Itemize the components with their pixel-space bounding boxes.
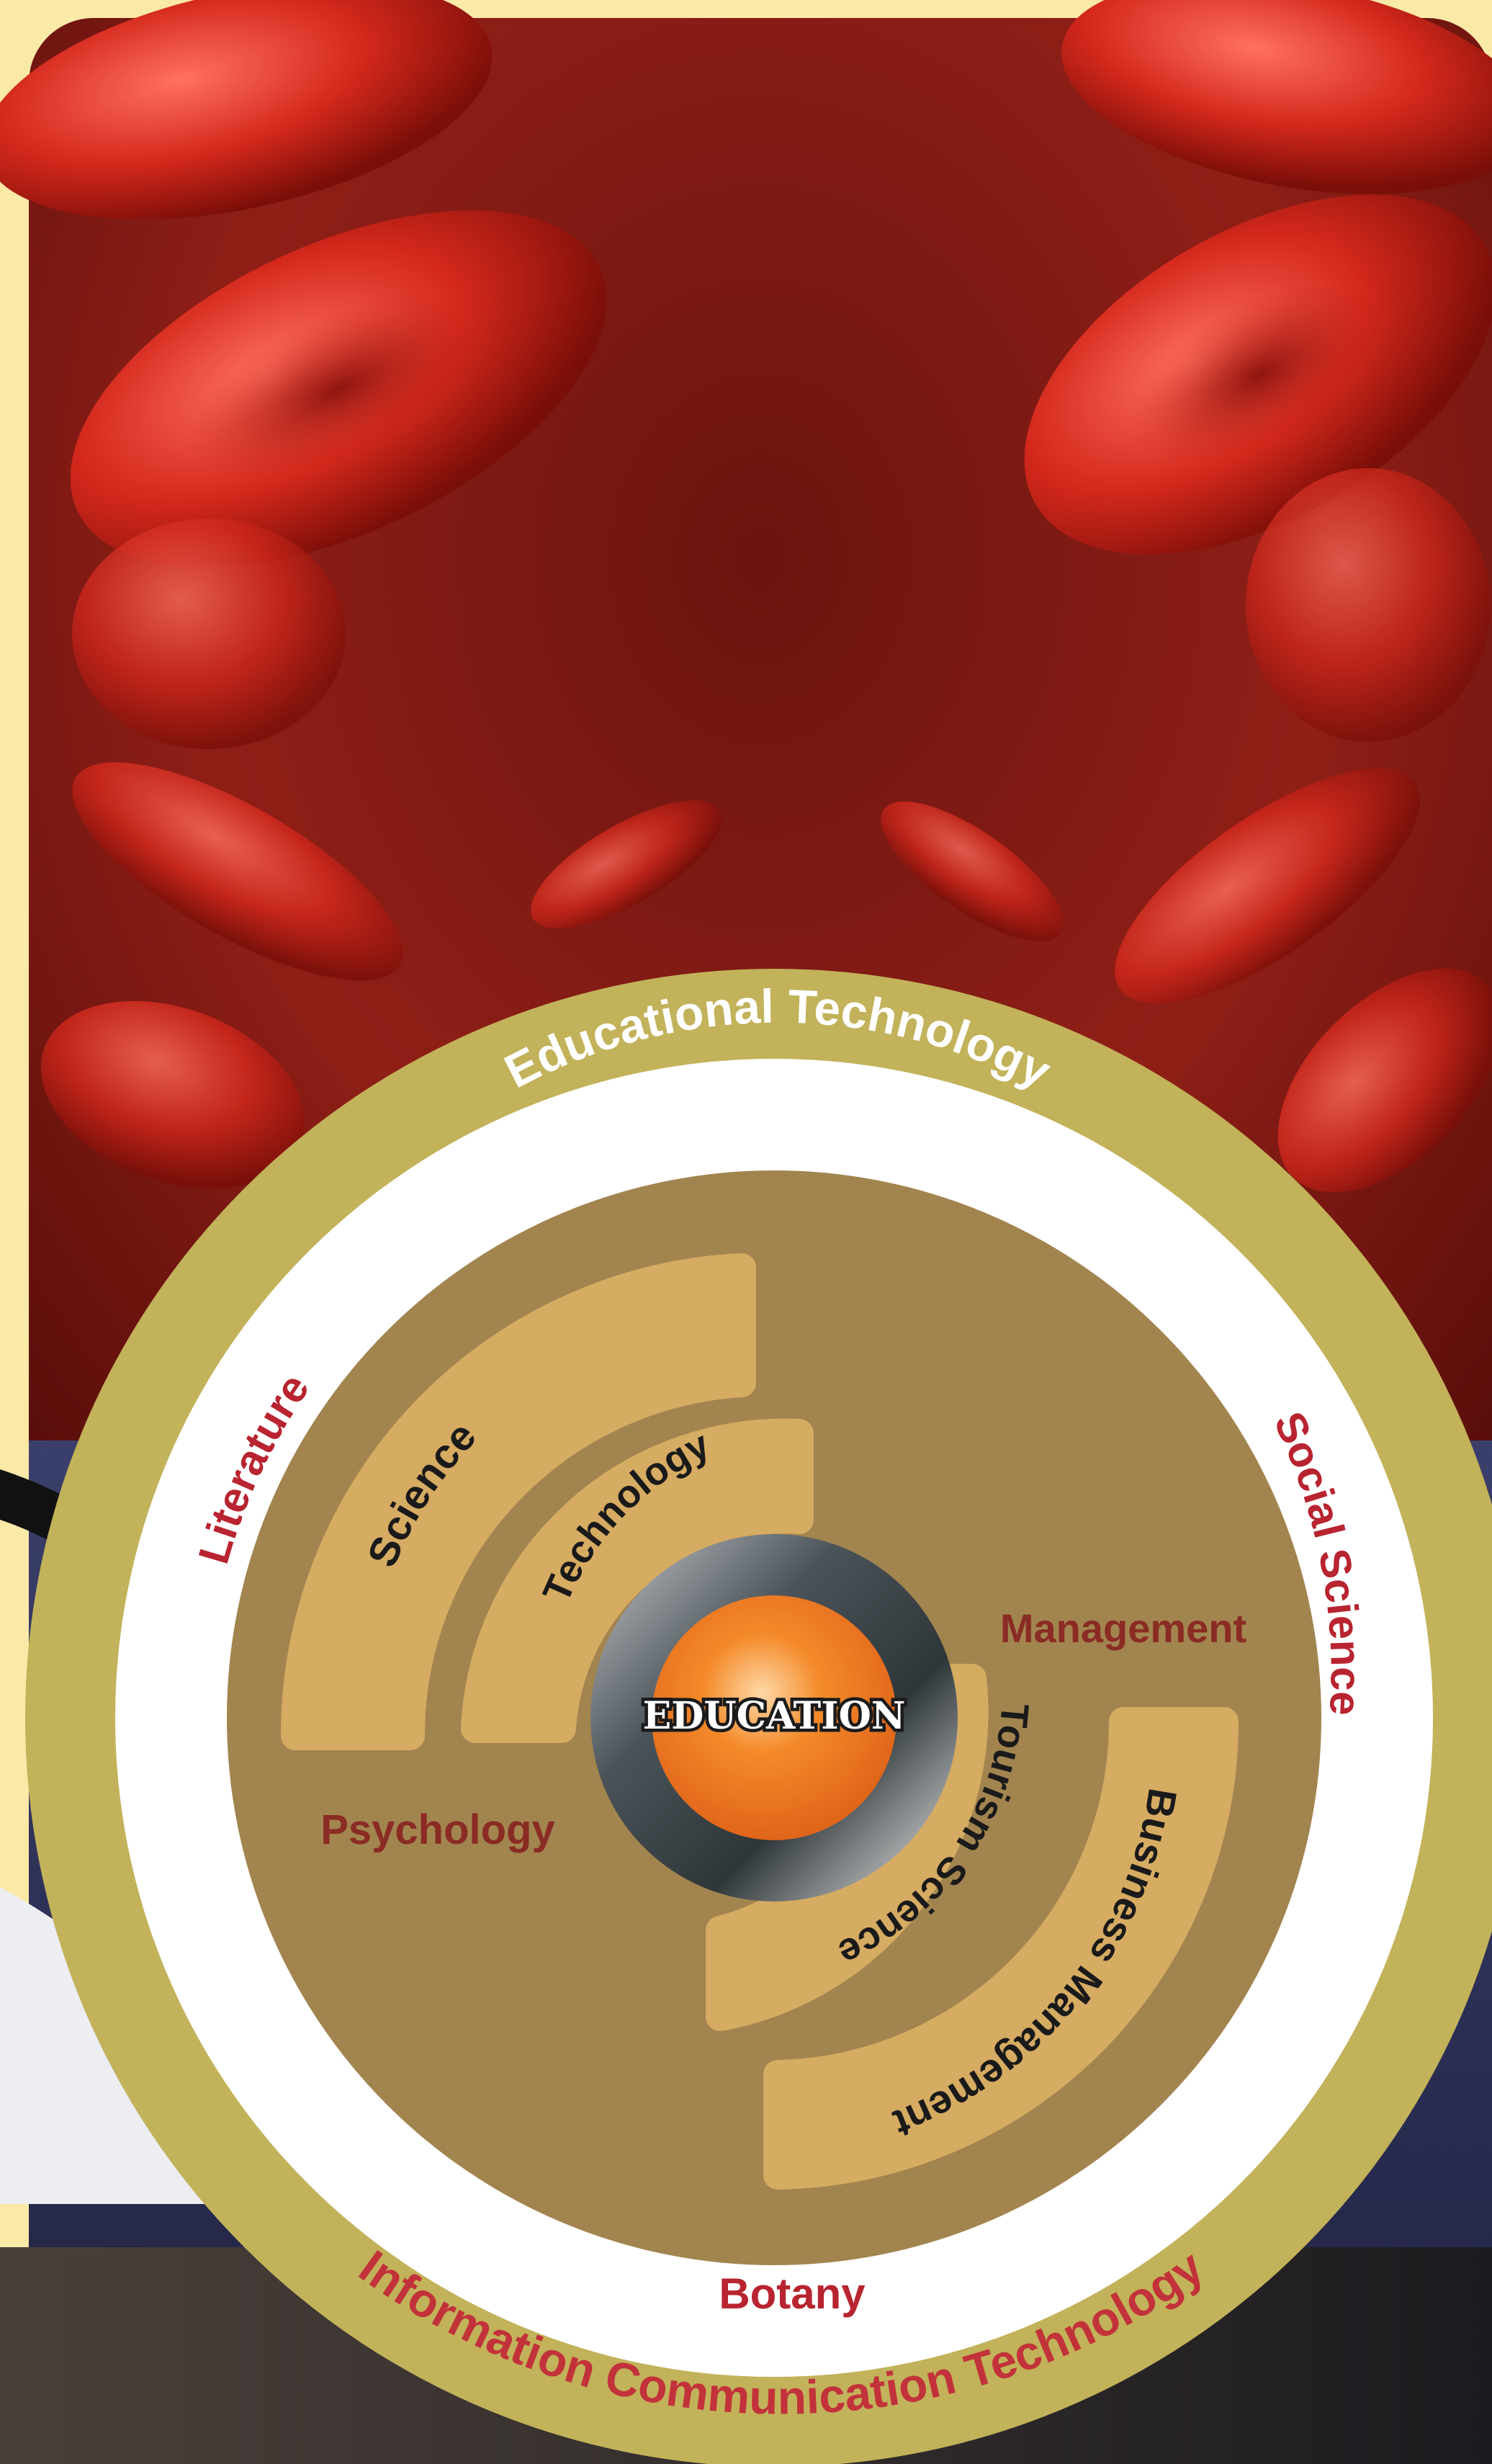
blood-cell <box>0 0 493 220</box>
ring-label-bottom-inner: Botany <box>719 2270 866 2318</box>
band-science <box>280 1253 756 1750</box>
blood-cell <box>531 800 722 928</box>
center-label: EDUCATION <box>643 1694 906 1738</box>
band-technology <box>461 1418 814 1743</box>
blood-cell <box>881 801 1064 942</box>
blood-cells-illustration <box>0 0 1492 1193</box>
orange-core <box>652 1595 896 1840</box>
disc-label-psychology: Psychology <box>320 1806 555 1853</box>
blood-cell <box>72 519 346 749</box>
disc-label-management: Management <box>1000 1605 1246 1651</box>
blood-cell <box>1130 279 1390 470</box>
blood-cell <box>40 1000 305 1189</box>
blood-cell <box>1061 0 1492 194</box>
blood-cell <box>72 762 403 981</box>
blood-cell <box>185 293 492 485</box>
band-business <box>763 1707 1239 2190</box>
blood-cell <box>1277 968 1492 1193</box>
blood-cell <box>1115 768 1420 1004</box>
blood-cell <box>1246 468 1491 742</box>
